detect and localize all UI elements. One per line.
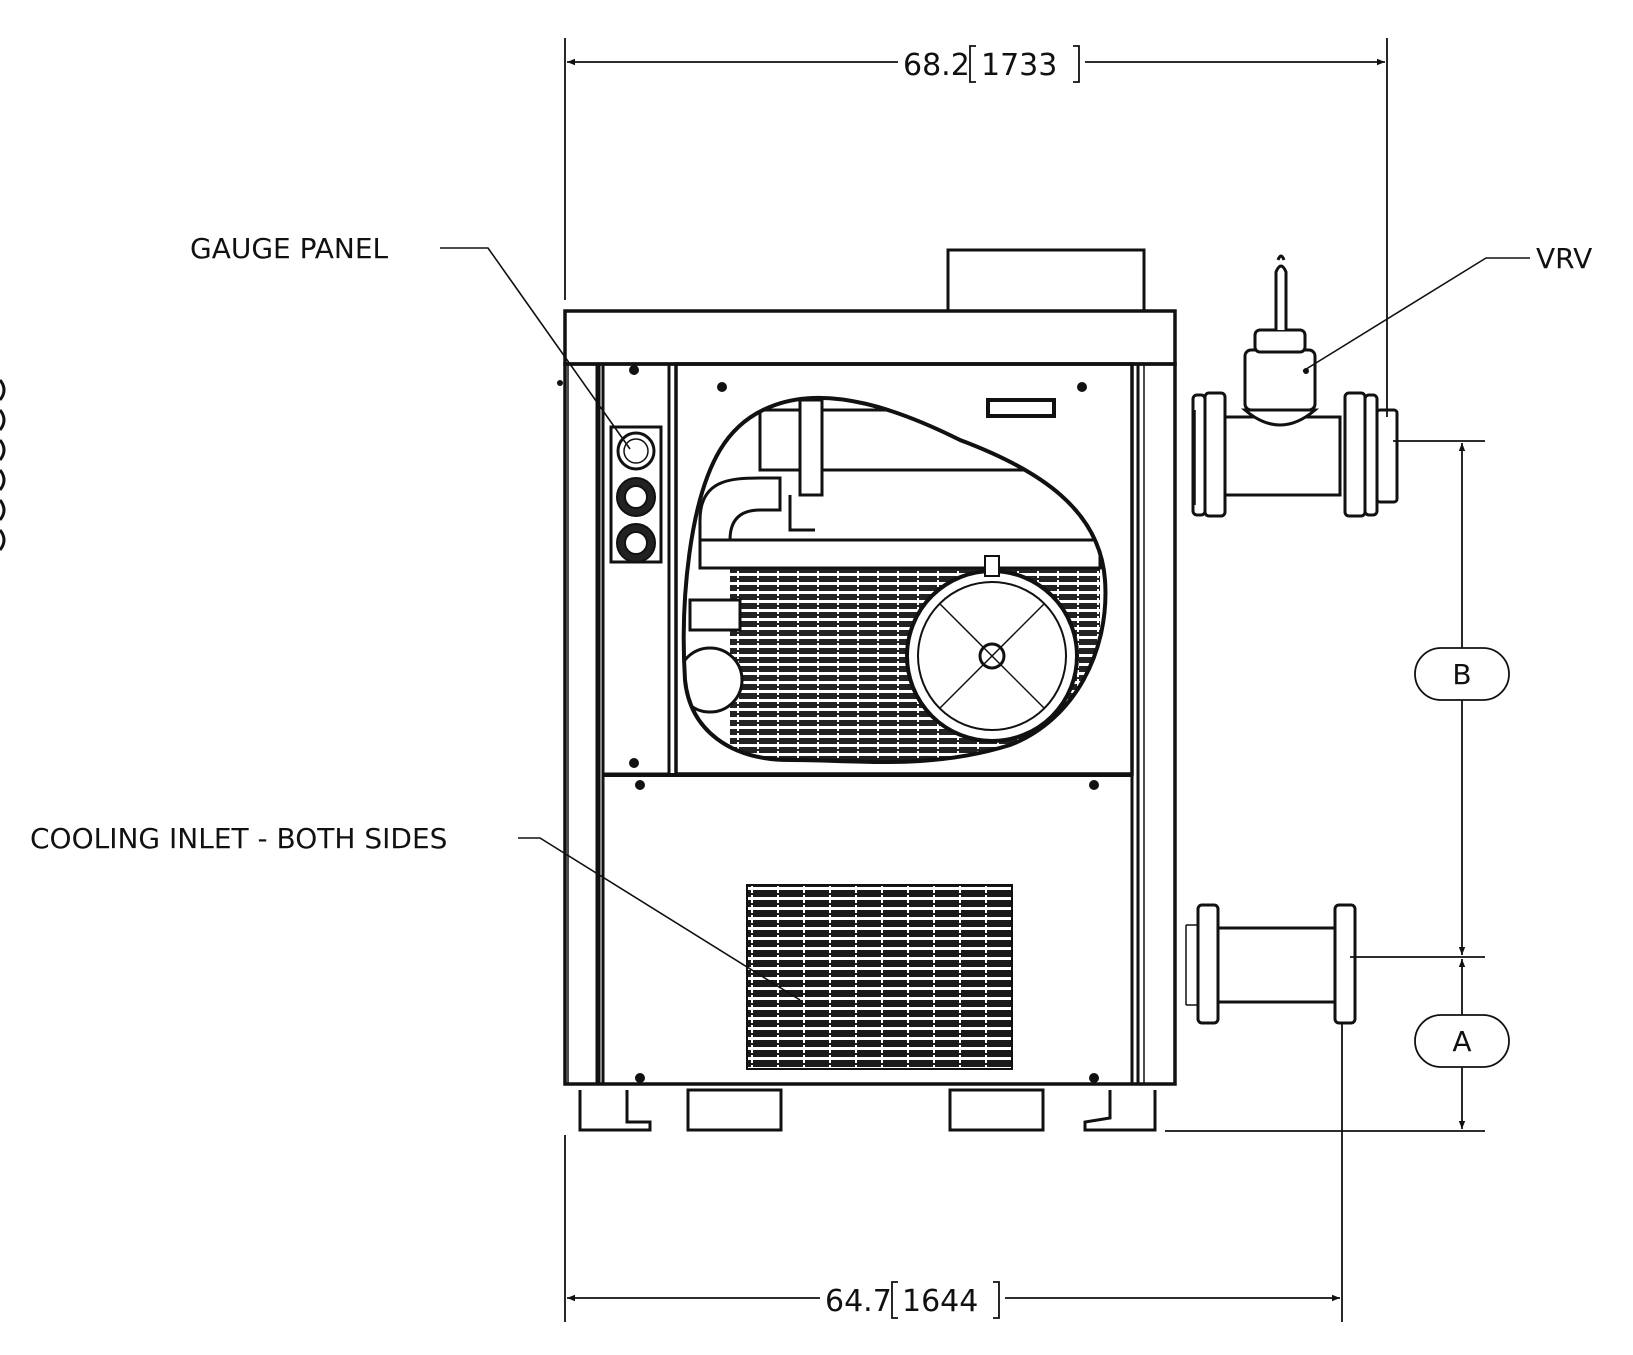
dimension-a-bubble: A — [1414, 1014, 1510, 1068]
base-feet — [578, 1088, 1157, 1132]
dimension-a-label: A — [1452, 1025, 1471, 1058]
base-width-dimension — [564, 1023, 1343, 1322]
left-edge-marks — [0, 379, 6, 551]
overall-width-value: 68.2 — [903, 48, 970, 83]
upper-pipe — [1191, 391, 1399, 518]
gauge-3 — [616, 523, 656, 563]
vrv-valve — [1240, 254, 1320, 427]
gauge-1 — [616, 431, 656, 471]
dimension-b-bubble: B — [1414, 647, 1510, 701]
gauge-2 — [616, 477, 656, 517]
top-cap — [563, 309, 1177, 366]
lower-pipe — [1185, 903, 1357, 1025]
overall-width-dimension — [564, 38, 1388, 417]
height-dimensions — [1165, 440, 1485, 1132]
cooling-inlet-label: COOLING INLET - BOTH SIDES — [30, 822, 447, 855]
cutaway-view — [681, 395, 1108, 764]
base-width-value: 64.7 — [825, 1284, 892, 1319]
fan-wheel — [905, 555, 1079, 743]
dimension-b-label: B — [1452, 658, 1471, 691]
base-width-metric: 1644 — [902, 1284, 978, 1319]
gauge-panel — [609, 425, 663, 564]
vrv-label: VRV — [1536, 242, 1592, 275]
top-exhaust-box — [946, 248, 1146, 314]
gauge-panel-label: GAUGE PANEL — [190, 232, 389, 265]
cutaway-outline — [681, 395, 1108, 764]
callout-leaders — [440, 247, 1530, 1001]
cooling-inlet-grille — [746, 884, 1013, 1070]
unit-body — [557, 248, 1177, 1132]
panel-handle — [986, 398, 1056, 418]
overall-width-metric: 1733 — [981, 48, 1057, 83]
panel-screws — [557, 365, 1099, 1083]
